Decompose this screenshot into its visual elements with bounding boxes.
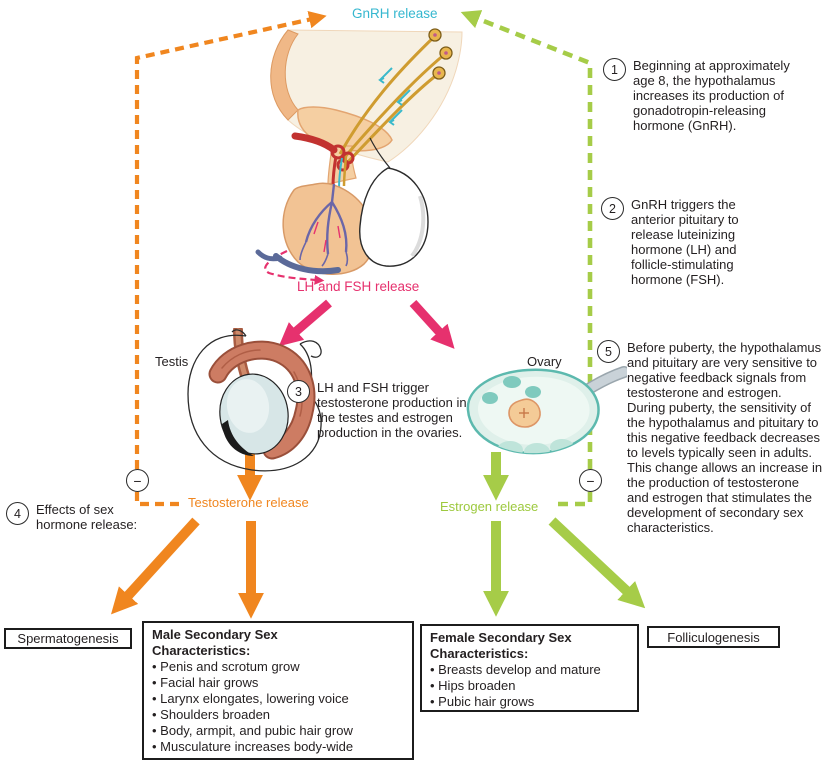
epididymis xyxy=(208,340,316,460)
ovary-illustration xyxy=(466,366,627,455)
female-characteristics-box: Female Secondary Sex Characteristics: Br… xyxy=(420,624,639,712)
neuron-flow-arrows xyxy=(378,67,411,126)
posterior-pituitary xyxy=(359,137,429,267)
estrogen-feedback-dashed-arrow xyxy=(460,10,593,507)
estrogen-release-label: Estrogen release xyxy=(440,499,539,514)
annotation-step-5: 5 Before puberty, the hypothalamus and p… xyxy=(597,340,823,535)
spermatogenesis-label: Spermatogenesis xyxy=(17,631,119,646)
characteristic-item: Body, armpit, and pubic hair grow xyxy=(152,723,404,739)
testosterone-feedback-dashed-arrow xyxy=(134,10,327,507)
minus-icon: − xyxy=(133,472,142,489)
folliculogenesis-box: Folliculogenesis xyxy=(647,626,780,648)
gnrh-release-label: GnRH release xyxy=(352,6,438,21)
step-number-badge: 1 xyxy=(603,58,626,81)
neuron-cell-bodies xyxy=(428,28,453,80)
negative-feedback-badge-left: − xyxy=(126,469,149,492)
testis-body xyxy=(219,373,289,456)
testosterone-arrows xyxy=(110,452,264,619)
step-number-badge: 5 xyxy=(597,340,620,363)
follicle-spots xyxy=(482,376,541,404)
ovary-label: Ovary xyxy=(527,354,562,369)
step-number-badge: 3 xyxy=(287,380,310,403)
characteristic-item: Penis and scrotum grow xyxy=(152,659,404,675)
annotation-text: Beginning at approximately age 8, the hy… xyxy=(633,58,790,133)
male-characteristics-list: Penis and scrotum growFacial hair growsL… xyxy=(152,659,404,755)
step-number-badge: 4 xyxy=(6,502,29,525)
characteristic-item: Larynx elongates, lowering voice xyxy=(152,691,404,707)
estrogen-arrows xyxy=(483,452,646,617)
annotation-step-3: 3 LH and FSH trigger testosterone produc… xyxy=(287,380,467,440)
minus-icon: − xyxy=(586,472,595,489)
female-characteristics-list: Breasts develop and matureHips broadenPu… xyxy=(430,662,629,710)
anterior-pituitary xyxy=(255,182,375,275)
characteristic-item: Pubic hair grows xyxy=(430,694,629,710)
hypothalamus-tissue xyxy=(270,29,463,185)
spermatogenesis-box: Spermatogenesis xyxy=(4,628,132,649)
characteristic-item: Facial hair grows xyxy=(152,675,404,691)
annotation-step-2: 2 GnRH triggers the anterior pituitary t… xyxy=(601,197,757,287)
ovary-body xyxy=(466,368,600,455)
mature-follicle xyxy=(508,398,541,428)
hypothalamus-pituitary-illustration xyxy=(255,28,463,275)
testis-illustration xyxy=(187,328,322,472)
negative-feedback-badge-right: − xyxy=(579,469,602,492)
folliculogenesis-label: Folliculogenesis xyxy=(667,629,760,645)
step-number-badge: 2 xyxy=(601,197,624,220)
lh-fsh-release-label: LH and FSH release xyxy=(297,279,420,294)
characteristic-item: Hips broaden xyxy=(430,678,629,694)
male-characteristics-box: Male Secondary Sex Characteristics: Peni… xyxy=(142,621,414,760)
gnrh-neurons xyxy=(338,34,446,164)
female-characteristics-title: Female Secondary Sex Characteristics: xyxy=(430,630,572,661)
annotation-text: Before puberty, the hypothalamus and pit… xyxy=(627,340,823,535)
characteristic-item: Musculature increases body-wide xyxy=(152,739,404,755)
characteristic-item: Breasts develop and mature xyxy=(430,662,629,678)
annotation-step-1: 1 Beginning at approximately age 8, the … xyxy=(603,58,811,133)
capillary-plexus xyxy=(291,132,355,189)
annotation-step-4: 4 Effects of sex hormone release: xyxy=(6,502,142,532)
testis-label: Testis xyxy=(155,354,189,369)
characteristic-item: Shoulders broaden xyxy=(152,707,404,723)
annotation-text: GnRH triggers the anterior pituitary to … xyxy=(631,197,739,287)
annotation-text: Effects of sex hormone release: xyxy=(36,502,138,532)
annotation-text: LH and FSH trigger testosterone producti… xyxy=(317,380,467,440)
male-characteristics-title: Male Secondary Sex Characteristics: xyxy=(152,627,278,658)
testosterone-release-label: Testosterone release xyxy=(188,495,309,510)
